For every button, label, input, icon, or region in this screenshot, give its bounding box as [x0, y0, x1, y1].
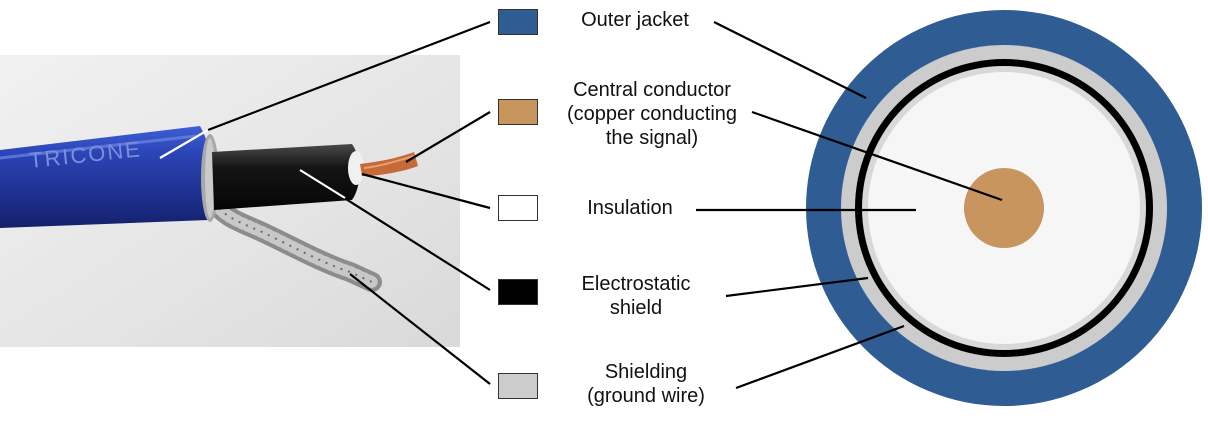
label-electrostatic-shield-line-2: shield [609, 297, 663, 319]
leader-conductor-photo [405, 111, 491, 163]
swatch-outer-jacket [498, 9, 538, 35]
label-central-conductor-line-1: Central conductor [573, 79, 731, 101]
cable-photo: TRICONE [0, 55, 460, 347]
leader-lines [207, 20, 1003, 390]
leader-ground-photo [349, 273, 491, 385]
photo-black-shield [212, 144, 360, 210]
label-outer-jacket: Outer jacket [565, 8, 705, 32]
label-central-conductor-line-3: the signal) [605, 127, 699, 149]
cross-section [806, 10, 1202, 406]
label-electrostatic-shield: Electrostatic shield [556, 272, 716, 320]
swatch-electrostatic-shield [498, 279, 538, 305]
leader-conductor-ring [751, 110, 1003, 202]
leader-outer-jacket-ring [713, 21, 867, 99]
ground-wire-strand [204, 192, 382, 292]
label-shielding-line-2: (ground wire) [587, 385, 705, 407]
label-insulation: Insulation [568, 196, 692, 220]
swatch-insulation [498, 195, 538, 221]
ring-conductor [964, 168, 1044, 248]
leader-shield-ring [725, 276, 869, 298]
leader-insulation-photo [361, 172, 491, 210]
swatch-shielding [498, 373, 538, 399]
label-electrostatic-shield-line-1: Electrostatic [581, 273, 691, 295]
label-central-conductor-line-2: (copper conducting [566, 103, 738, 125]
label-shielding-line-1: Shielding [604, 361, 688, 383]
photo-insulation [348, 151, 364, 185]
label-insulation-line-1: Insulation [587, 197, 673, 219]
label-central-conductor: Central conductor (copper conducting the… [536, 78, 768, 150]
label-shielding: Shielding (ground wire) [562, 360, 730, 408]
swatch-central-conductor [498, 99, 538, 125]
label-outer-jacket-line-1: Outer jacket [581, 9, 689, 31]
leader-outer-jacket-photo [207, 20, 491, 132]
leader-ground-ring [735, 324, 905, 390]
